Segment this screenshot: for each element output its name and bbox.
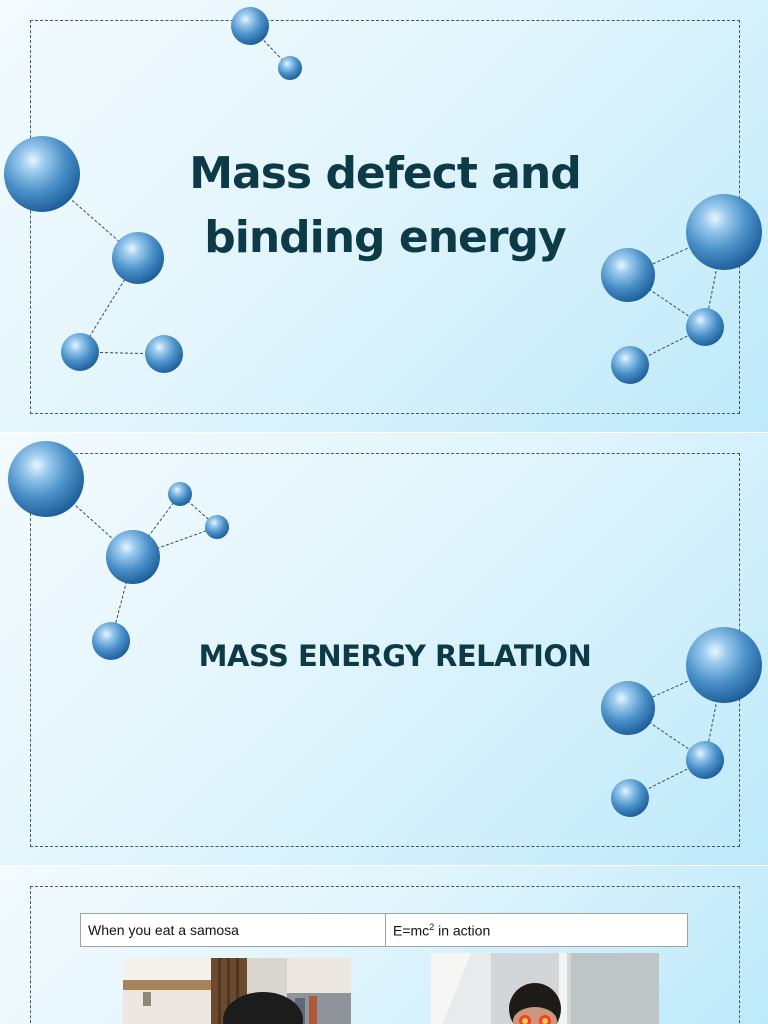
meme-table: When you eat a samosa E=mc2 in action xyxy=(80,913,688,947)
equation-text: E=mc xyxy=(393,922,430,939)
sphere-icon xyxy=(8,441,84,517)
molecule-decoration xyxy=(8,441,762,817)
table-cell: E=mc2 in action xyxy=(385,913,688,947)
slide-1: Mass defect and binding energy xyxy=(0,0,768,432)
sphere-icon xyxy=(112,232,164,284)
slide-2: MASS ENERGY RELATION xyxy=(0,433,768,865)
equation-suffix: in action xyxy=(434,922,491,939)
photo-left xyxy=(123,958,351,1024)
sphere-icon xyxy=(601,681,655,735)
dashed-frame xyxy=(30,886,740,1024)
sphere-icon xyxy=(611,779,649,817)
slide-title: MASS ENERGY RELATION xyxy=(198,639,592,673)
slide-3: When you eat a samosa E=mc2 in action xyxy=(0,866,768,1024)
sphere-icon xyxy=(4,136,80,212)
sphere-icon xyxy=(61,333,99,371)
title-line: Mass defect and xyxy=(189,148,581,199)
sphere-icon xyxy=(92,622,130,660)
sphere-icon xyxy=(106,530,160,584)
table-cell: When you eat a samosa xyxy=(80,913,386,947)
sphere-icon xyxy=(231,7,269,45)
sphere-icon xyxy=(686,627,762,703)
sphere-icon xyxy=(278,56,302,80)
sphere-icon xyxy=(611,346,649,384)
slide-title: Mass defect and binding energy xyxy=(130,142,640,270)
sphere-icon xyxy=(145,335,183,373)
table-row: When you eat a samosa E=mc2 in action xyxy=(80,913,688,947)
title-line: binding energy xyxy=(204,212,567,263)
equation-superscript: 2 xyxy=(429,921,435,932)
sphere-icon xyxy=(686,194,762,270)
sphere-icon xyxy=(601,248,655,302)
person-photo-image xyxy=(123,958,351,1024)
sphere-icon xyxy=(686,741,724,779)
sphere-icon xyxy=(686,308,724,346)
person-photo-image xyxy=(431,953,659,1024)
sphere-icon xyxy=(205,515,229,539)
sphere-icon xyxy=(168,482,192,506)
molecule-decoration xyxy=(4,7,762,384)
photo-right xyxy=(431,953,659,1024)
